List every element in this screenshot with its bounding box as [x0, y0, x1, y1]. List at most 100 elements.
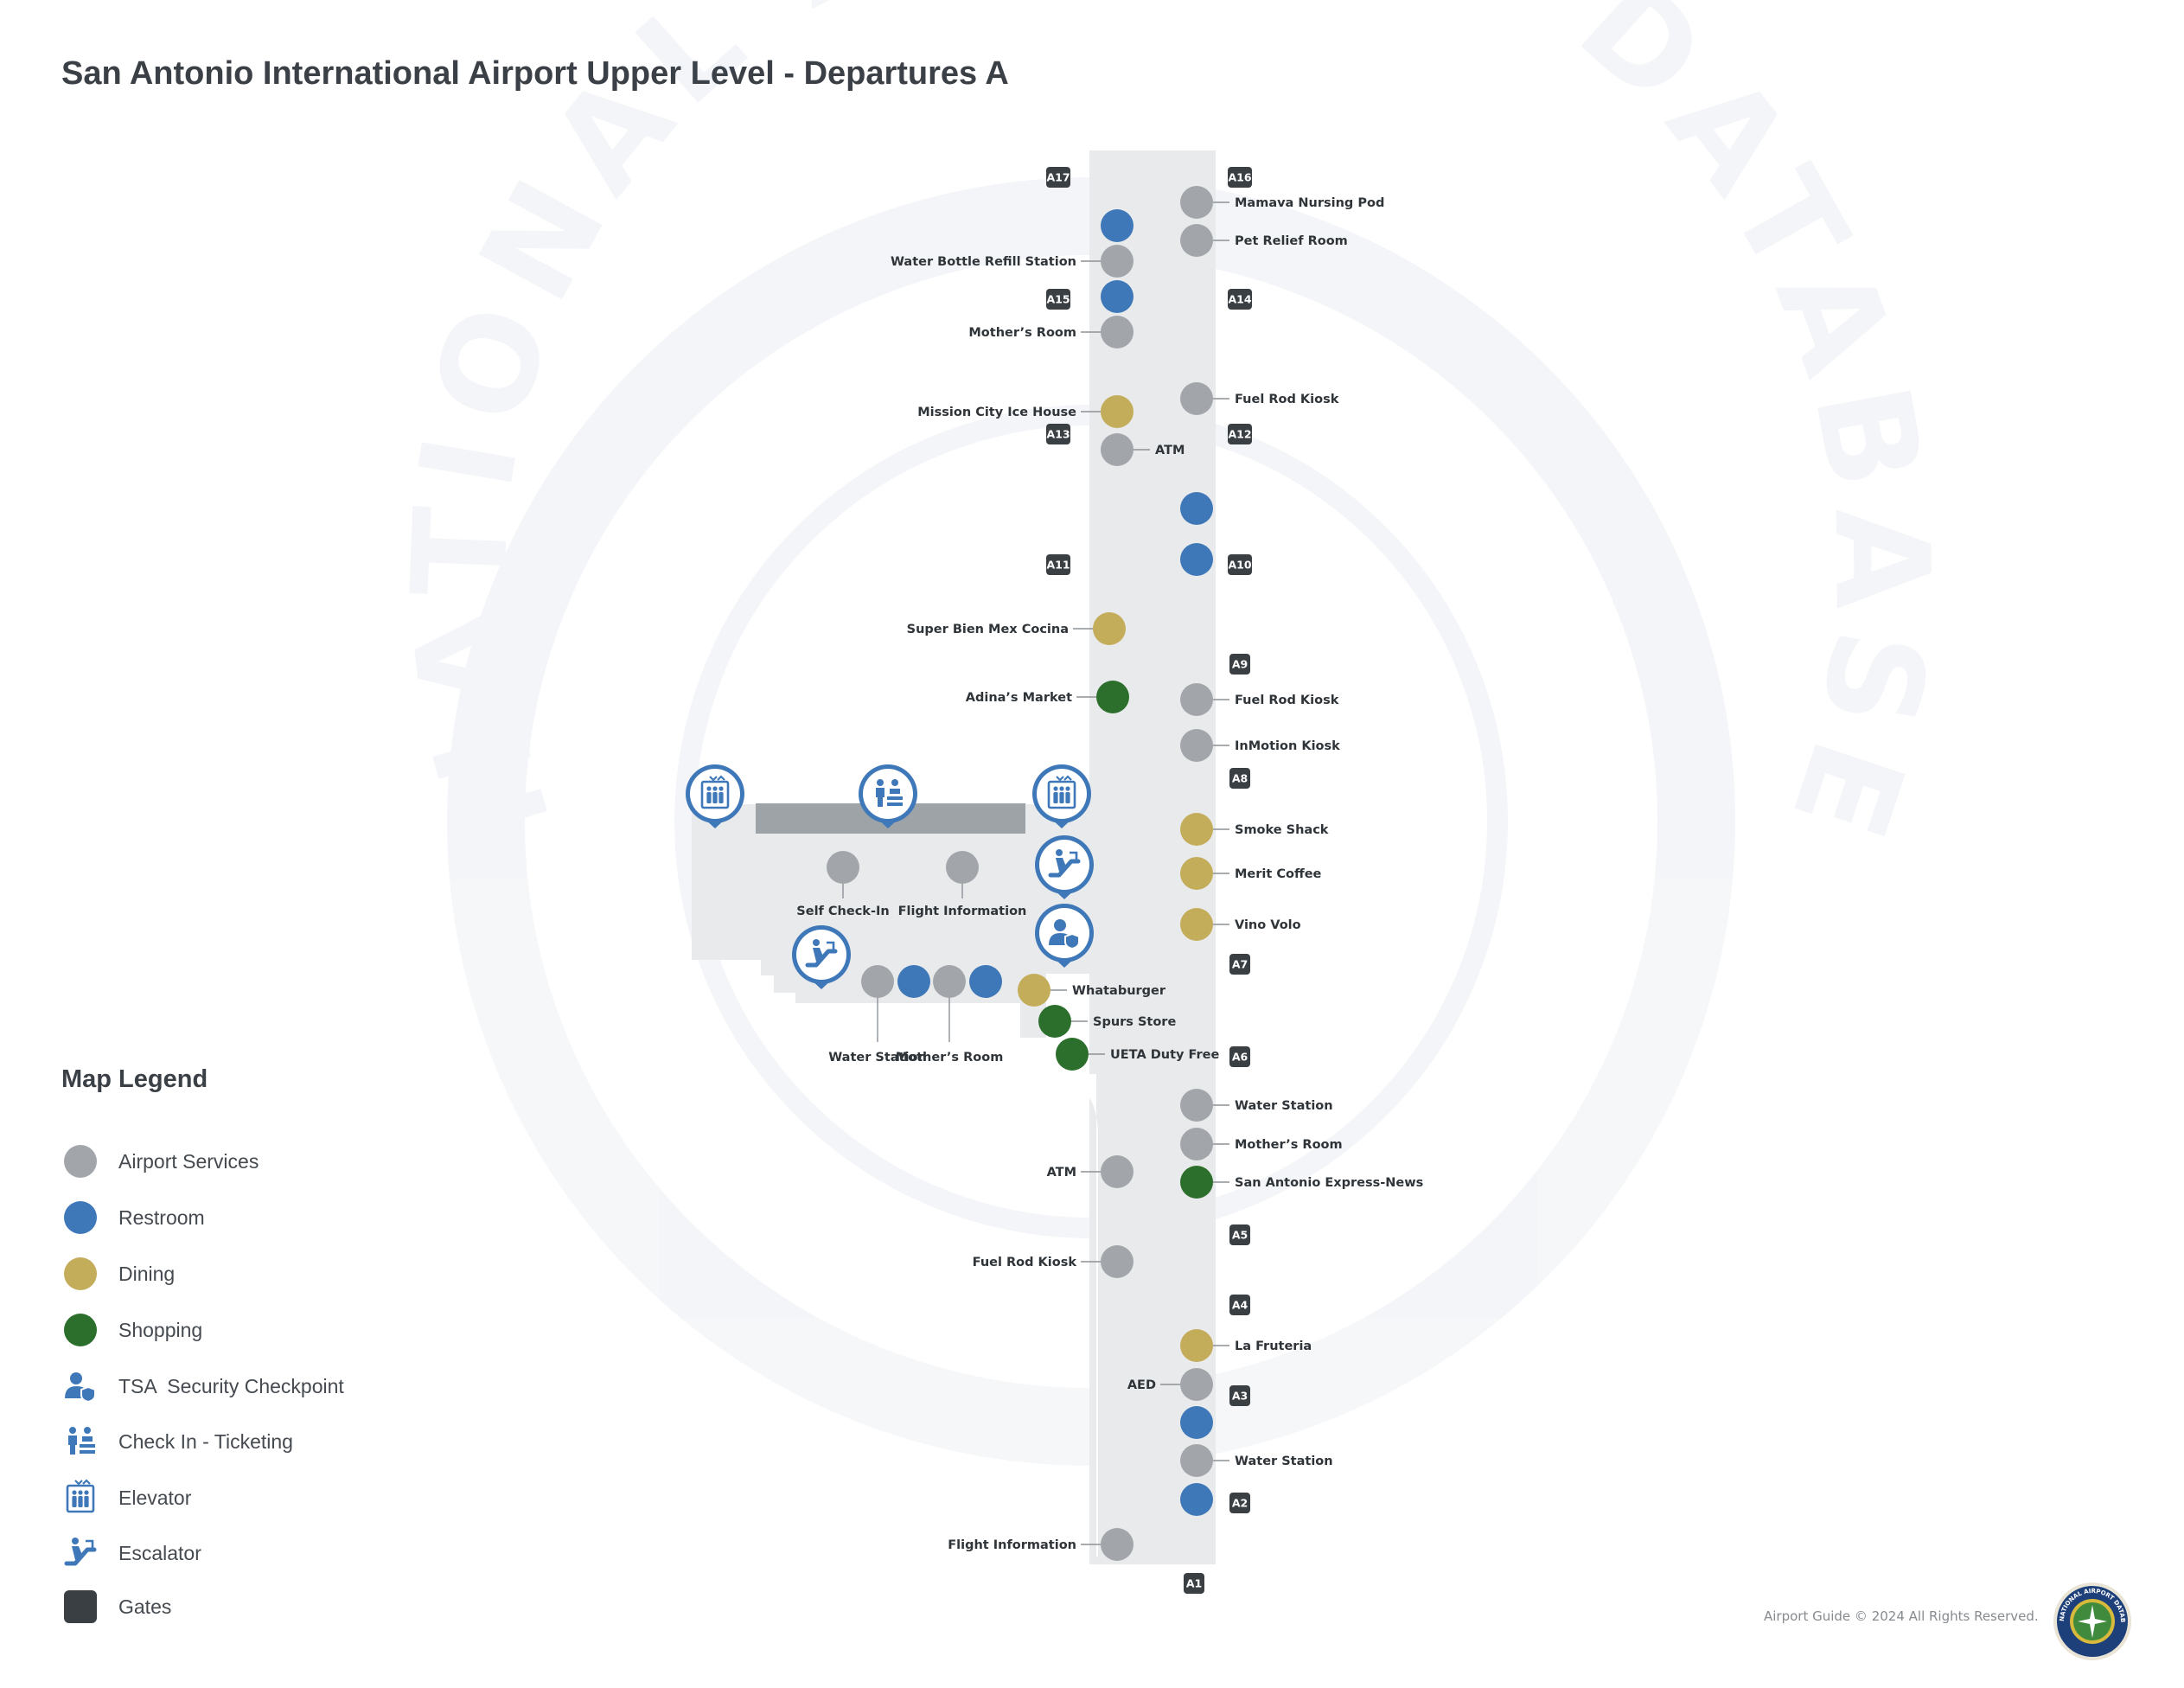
checkin-marker[interactable]	[859, 764, 917, 828]
airport-services-dot[interactable]	[1180, 382, 1213, 415]
escalator-marker[interactable]	[792, 925, 851, 989]
gate-a3[interactable]: A3	[1229, 1385, 1250, 1406]
gate-badge[interactable]	[1046, 554, 1070, 575]
shopping-dot[interactable]	[1096, 681, 1129, 713]
gate-badge[interactable]	[1229, 1224, 1250, 1245]
gate-badge[interactable]	[1229, 1295, 1250, 1315]
gate-badge[interactable]	[1229, 654, 1250, 675]
gate-a11[interactable]: A11	[1046, 554, 1070, 575]
restroom-poi[interactable]	[1180, 492, 1213, 525]
dining-poi[interactable]: La Fruteria	[1180, 1329, 1312, 1362]
gate-badge[interactable]	[1228, 289, 1252, 310]
airport-services-poi[interactable]: Self Check-In	[796, 851, 890, 918]
dining-poi[interactable]: Mission City Ice House	[917, 395, 1134, 428]
gate-badge[interactable]	[1229, 1046, 1250, 1067]
shopping-poi[interactable]: Spurs Store	[1038, 1005, 1176, 1038]
airport-services-poi[interactable]: Fuel Rod Kiosk	[973, 1245, 1134, 1278]
gate-a15[interactable]: A15	[1046, 289, 1070, 310]
restroom-poi[interactable]	[1180, 1406, 1213, 1439]
gate-a13[interactable]: A13	[1046, 424, 1070, 444]
airport-services-dot[interactable]	[1101, 1245, 1134, 1278]
airport-services-poi[interactable]: Mother’s Room	[1180, 1128, 1343, 1160]
elevator-marker[interactable]	[1032, 764, 1091, 828]
airport-services-poi[interactable]: Water Station	[1180, 1444, 1333, 1477]
marker-layer[interactable]	[686, 764, 1094, 989]
gate-a14[interactable]: A14	[1228, 289, 1252, 310]
dining-dot[interactable]	[1018, 974, 1050, 1007]
dining-dot[interactable]	[1180, 857, 1213, 890]
gate-badge[interactable]	[1046, 167, 1070, 188]
gate-badge[interactable]	[1228, 167, 1252, 188]
dining-poi[interactable]: Smoke Shack	[1180, 813, 1329, 846]
dining-poi[interactable]: Super Bien Mex Cocina	[907, 612, 1126, 645]
gate-a5[interactable]: A5	[1229, 1224, 1250, 1245]
shopping-dot[interactable]	[1038, 1005, 1071, 1038]
airport-services-poi[interactable]: Water Station	[828, 965, 927, 1065]
airport-services-dot[interactable]	[1180, 729, 1213, 762]
dining-dot[interactable]	[1101, 395, 1134, 428]
gate-a8[interactable]: A8	[1229, 768, 1250, 789]
gate-a9[interactable]: A9	[1229, 654, 1250, 675]
gate-a12[interactable]: A12	[1228, 424, 1252, 444]
shopping-dot[interactable]	[1180, 1166, 1213, 1199]
gate-a17[interactable]: A17	[1046, 167, 1070, 188]
dining-poi[interactable]: Vino Volo	[1180, 908, 1301, 941]
restroom-dot[interactable]	[969, 965, 1002, 998]
airport-services-poi[interactable]: Mother’s Room	[896, 965, 1004, 1065]
gate-badge[interactable]	[1228, 554, 1252, 575]
airport-services-dot[interactable]	[1101, 245, 1134, 278]
gate-badge[interactable]	[1229, 1385, 1250, 1406]
airport-services-dot[interactable]	[1101, 1155, 1134, 1188]
airport-services-dot[interactable]	[1180, 1368, 1213, 1401]
gate-a7[interactable]: A7	[1229, 954, 1250, 975]
airport-services-dot[interactable]	[1180, 1444, 1213, 1477]
airport-services-poi[interactable]: AED	[1127, 1368, 1213, 1401]
gate-a4[interactable]: A4	[1229, 1295, 1250, 1315]
shopping-poi[interactable]: UETA Duty Free	[1056, 1038, 1219, 1071]
gate-badge[interactable]	[1229, 954, 1250, 975]
airport-services-dot[interactable]	[861, 965, 894, 998]
airport-services-dot[interactable]	[1180, 683, 1213, 716]
restroom-dot[interactable]	[1180, 492, 1213, 525]
restroom-dot[interactable]	[1101, 209, 1134, 242]
gate-badge[interactable]	[1184, 1573, 1204, 1594]
gate-badge[interactable]	[1228, 424, 1252, 444]
restroom-dot[interactable]	[1180, 543, 1213, 576]
airport-services-poi[interactable]: Mother’s Room	[968, 316, 1134, 348]
airport-services-dot[interactable]	[1180, 1089, 1213, 1122]
airport-services-dot[interactable]	[1101, 433, 1134, 466]
restroom-poi[interactable]	[1180, 1483, 1213, 1516]
dining-dot[interactable]	[1180, 908, 1213, 941]
gate-a1[interactable]: A1	[1184, 1573, 1204, 1594]
airport-services-dot[interactable]	[946, 851, 979, 884]
airport-services-dot[interactable]	[827, 851, 859, 884]
airport-services-poi[interactable]: ATM	[1047, 1155, 1134, 1188]
gate-a10[interactable]: A10	[1228, 554, 1252, 575]
gate-badge[interactable]	[1229, 1493, 1250, 1513]
airport-services-poi[interactable]: Pet Relief Room	[1180, 224, 1348, 257]
airport-services-dot[interactable]	[1101, 1528, 1134, 1561]
restroom-dot[interactable]	[1180, 1483, 1213, 1516]
dining-poi[interactable]: Whataburger	[1018, 974, 1166, 1007]
restroom-dot[interactable]	[897, 965, 930, 998]
restroom-dot[interactable]	[1180, 1406, 1213, 1439]
gate-badge[interactable]	[1229, 768, 1250, 789]
restroom-poi[interactable]	[897, 965, 930, 998]
airport-services-poi[interactable]: Mamava Nursing Pod	[1180, 186, 1384, 219]
airport-services-poi[interactable]: Fuel Rod Kiosk	[1180, 683, 1339, 716]
elevator-marker[interactable]	[686, 764, 744, 828]
airport-services-poi[interactable]: ATM	[1101, 433, 1185, 466]
airport-services-dot[interactable]	[1101, 316, 1134, 348]
restroom-dot[interactable]	[1101, 280, 1134, 313]
gate-a6[interactable]: A6	[1229, 1046, 1250, 1067]
gate-a16[interactable]: A16	[1228, 167, 1252, 188]
dining-poi[interactable]: Merit Coffee	[1180, 857, 1322, 890]
gate-a2[interactable]: A2	[1229, 1493, 1250, 1513]
dining-dot[interactable]	[1180, 1329, 1213, 1362]
airport-services-poi[interactable]: Water Bottle Refill Station	[891, 245, 1134, 278]
dining-dot[interactable]	[1180, 813, 1213, 846]
restroom-poi[interactable]	[1180, 543, 1213, 576]
restroom-poi[interactable]	[1101, 280, 1134, 313]
